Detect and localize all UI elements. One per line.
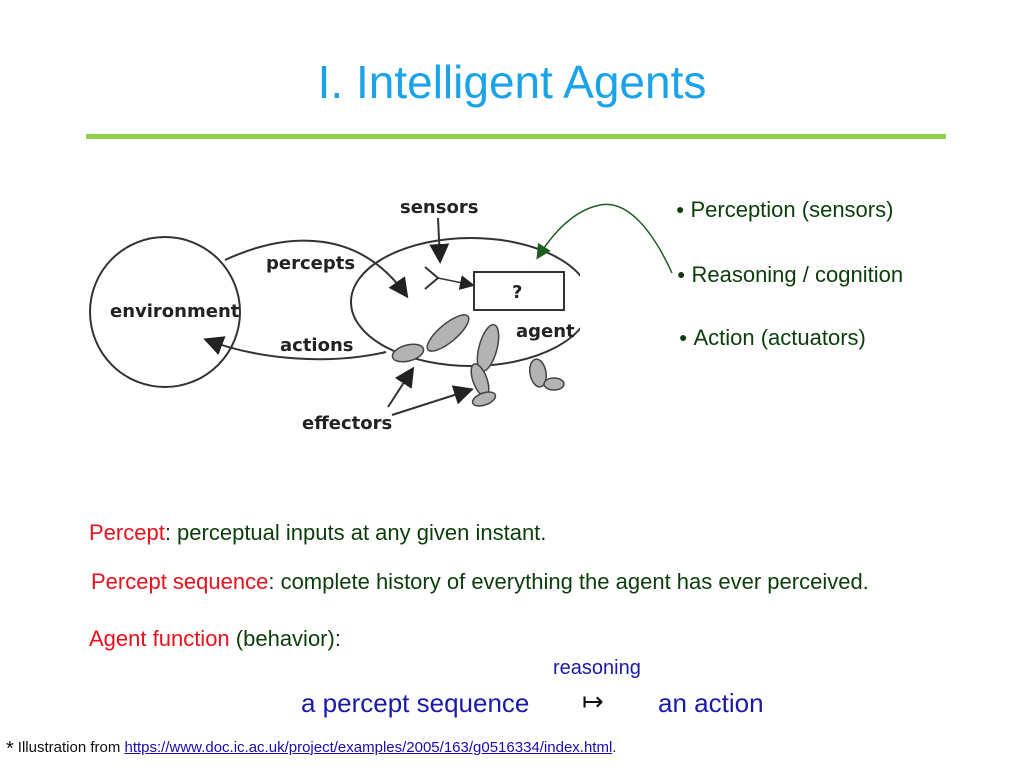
agent-ellipse	[350, 237, 580, 367]
term-percept-sequence: Percept sequence	[91, 569, 269, 594]
slide-title: I. Intelligent Agents	[317, 56, 707, 108]
reasoning-label: reasoning	[553, 657, 641, 679]
bullet-reasoning: ● Reasoning / cognition	[677, 262, 903, 288]
bullet-perception: ● Perception (sensors)	[676, 197, 893, 223]
footnote-star: *	[6, 738, 14, 760]
bullet-action: ● Action (actuators)	[679, 325, 866, 351]
percepts-arrow	[224, 239, 409, 299]
effector-limbs	[391, 314, 565, 407]
footnote-prefix: Illustration from	[17, 739, 125, 756]
definition-agent-function: Agent function (behavior):	[89, 626, 341, 652]
definition-percept-sequence-text: : complete history of everything the age…	[268, 569, 869, 594]
agent-label: agent	[516, 321, 575, 342]
environment-label: environment	[110, 301, 240, 322]
effectors-label: effectors	[302, 413, 392, 434]
black-box-question: ?	[512, 282, 522, 303]
definition-agent-function-text: (behavior):	[229, 626, 341, 651]
effectors-pointer	[387, 366, 415, 408]
sensor-eye	[424, 266, 440, 290]
bullet-text: Reasoning / cognition	[691, 262, 904, 287]
term-agent-function: Agent function	[89, 626, 230, 651]
bullet-dot-icon: ●	[677, 266, 686, 282]
agent-black-box	[473, 271, 565, 311]
actions-arrow	[203, 336, 387, 361]
definition-percept-sequence: Percept sequence: complete history of ev…	[91, 569, 869, 595]
reasoning-pointer-arrow	[536, 203, 673, 274]
environment-circle	[89, 236, 241, 388]
term-percept: Percept	[89, 520, 165, 545]
sensors-pointer	[429, 217, 450, 264]
title-divider	[86, 134, 946, 139]
footnote-suffix: .	[612, 739, 617, 756]
definition-percept: Percept: perceptual inputs at any given …	[89, 520, 546, 546]
bullet-text: Perception (sensors)	[690, 197, 894, 222]
bullet-text: Action (actuators)	[693, 325, 866, 350]
mapping-codomain: an action	[658, 688, 764, 718]
maps-to-icon: ↦	[582, 686, 604, 716]
agent-environment-diagram: sensors percepts environment actions age…	[89, 197, 580, 434]
footnote: *Illustration from https://www.doc.ic.ac…	[6, 738, 616, 761]
definition-percept-text: : perceptual inputs at any given instant…	[164, 520, 547, 545]
percepts-label: percepts	[266, 253, 355, 274]
bullet-dot-icon: ●	[676, 201, 685, 217]
actions-label: actions	[280, 335, 354, 356]
source-link[interactable]: https://www.doc.ic.ac.uk/project/example…	[124, 739, 613, 756]
bullet-dot-icon: ●	[679, 329, 688, 345]
sensors-label: sensors	[400, 197, 478, 218]
mapping-domain: a percept sequence	[301, 688, 530, 718]
effectors-pointer-2	[391, 385, 474, 416]
